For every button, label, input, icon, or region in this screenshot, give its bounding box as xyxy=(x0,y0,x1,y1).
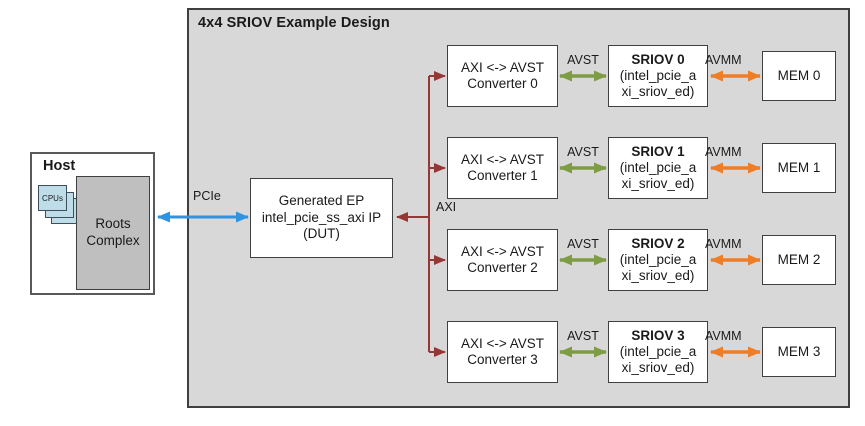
avmm-bus-label: AVMM xyxy=(705,145,742,159)
converter-box-2: AXI <-> AVST Converter 2 xyxy=(447,229,558,291)
mem-box-2: MEM 2 xyxy=(762,235,836,285)
dut-line1: Generated EP xyxy=(278,193,365,209)
mem-label: MEM 3 xyxy=(777,343,821,359)
dut-box: Generated EP intel_pcie_ss_axi IP (DUT) xyxy=(250,178,393,258)
sriov-box-1: SRIOV 1 (intel_pcie_a xi_sriov_ed) xyxy=(608,137,708,199)
avst-bus-label: AVST xyxy=(567,145,599,159)
mem-label: MEM 1 xyxy=(777,159,821,175)
sriov-detail: xi_sriov_ed) xyxy=(621,360,695,376)
converter-label: AXI <-> AVST xyxy=(460,243,545,259)
pcie-bus-label: PCIe xyxy=(193,189,221,203)
sriov-name: SRIOV 0 xyxy=(631,51,685,67)
sriov-detail: (intel_pcie_a xyxy=(619,159,697,175)
row-1: AXI <-> AVST Converter 1 AVST SRIOV 1 (i… xyxy=(0,137,865,199)
avst-bus-label: AVST xyxy=(567,237,599,251)
roots-complex-box: Roots Complex xyxy=(76,176,150,290)
avst-bus-label: AVST xyxy=(567,329,599,343)
cpus-stack-icon: CPUs xyxy=(38,185,84,227)
converter-box-3: AXI <-> AVST Converter 3 xyxy=(447,321,558,383)
converter-label: AXI <-> AVST xyxy=(460,335,545,351)
sriov-name: SRIOV 3 xyxy=(631,327,685,343)
converter-label: Converter 0 xyxy=(467,76,538,91)
avmm-bus-label: AVMM xyxy=(705,53,742,67)
mem-box-1: MEM 1 xyxy=(762,143,836,193)
converter-label: Converter 2 xyxy=(467,260,538,275)
avst-bus-label: AVST xyxy=(567,53,599,67)
sriov-name: SRIOV 1 xyxy=(631,143,685,159)
host-title: Host xyxy=(43,158,76,174)
sriov-box-3: SRIOV 3 (intel_pcie_a xi_sriov_ed) xyxy=(608,321,708,383)
sriov-name: SRIOV 2 xyxy=(631,235,685,251)
axi-bus-label: AXI xyxy=(436,200,457,214)
converter-box-0: AXI <-> AVST Converter 0 xyxy=(447,45,558,107)
mem-box-0: MEM 0 xyxy=(762,51,836,101)
sriov-detail: (intel_pcie_a xyxy=(619,67,697,83)
sriov-detail: (intel_pcie_a xyxy=(619,251,697,267)
mem-box-3: MEM 3 xyxy=(762,327,836,377)
converter-label: Converter 1 xyxy=(467,168,538,183)
row-3: AXI <-> AVST Converter 3 AVST SRIOV 3 (i… xyxy=(0,321,865,383)
mem-label: MEM 0 xyxy=(777,67,821,83)
avmm-bus-label: AVMM xyxy=(705,329,742,343)
sriov-box-0: SRIOV 0 (intel_pcie_a xi_sriov_ed) xyxy=(608,45,708,107)
avmm-bus-label: AVMM xyxy=(705,237,742,251)
roots-complex-label: Roots Complex xyxy=(86,216,140,248)
host-box: Host CPUs Roots Complex xyxy=(30,152,155,295)
row-2: AXI <-> AVST Converter 2 AVST SRIOV 2 (i… xyxy=(0,229,865,291)
sriov-detail: xi_sriov_ed) xyxy=(621,268,695,284)
converter-label: AXI <-> AVST xyxy=(460,59,545,75)
mem-label: MEM 2 xyxy=(777,251,821,267)
converter-label: AXI <-> AVST xyxy=(460,151,545,167)
dut-line2: intel_pcie_ss_axi IP xyxy=(261,209,382,225)
sriov-detail: xi_sriov_ed) xyxy=(621,84,695,100)
converter-label: Converter 3 xyxy=(467,352,538,367)
sriov-detail: xi_sriov_ed) xyxy=(621,176,695,192)
dut-line3: (DUT) xyxy=(303,226,340,242)
sriov-box-2: SRIOV 2 (intel_pcie_a xi_sriov_ed) xyxy=(608,229,708,291)
cpus-label: CPUs xyxy=(42,193,63,203)
row-0: AXI <-> AVST Converter 0 AVST SRIOV 0 (i… xyxy=(0,45,865,107)
design-title: 4x4 SRIOV Example Design xyxy=(198,15,390,31)
converter-box-1: AXI <-> AVST Converter 1 xyxy=(447,137,558,199)
cpu-square-icon: CPUs xyxy=(38,185,67,211)
sriov-detail: (intel_pcie_a xyxy=(619,343,697,359)
